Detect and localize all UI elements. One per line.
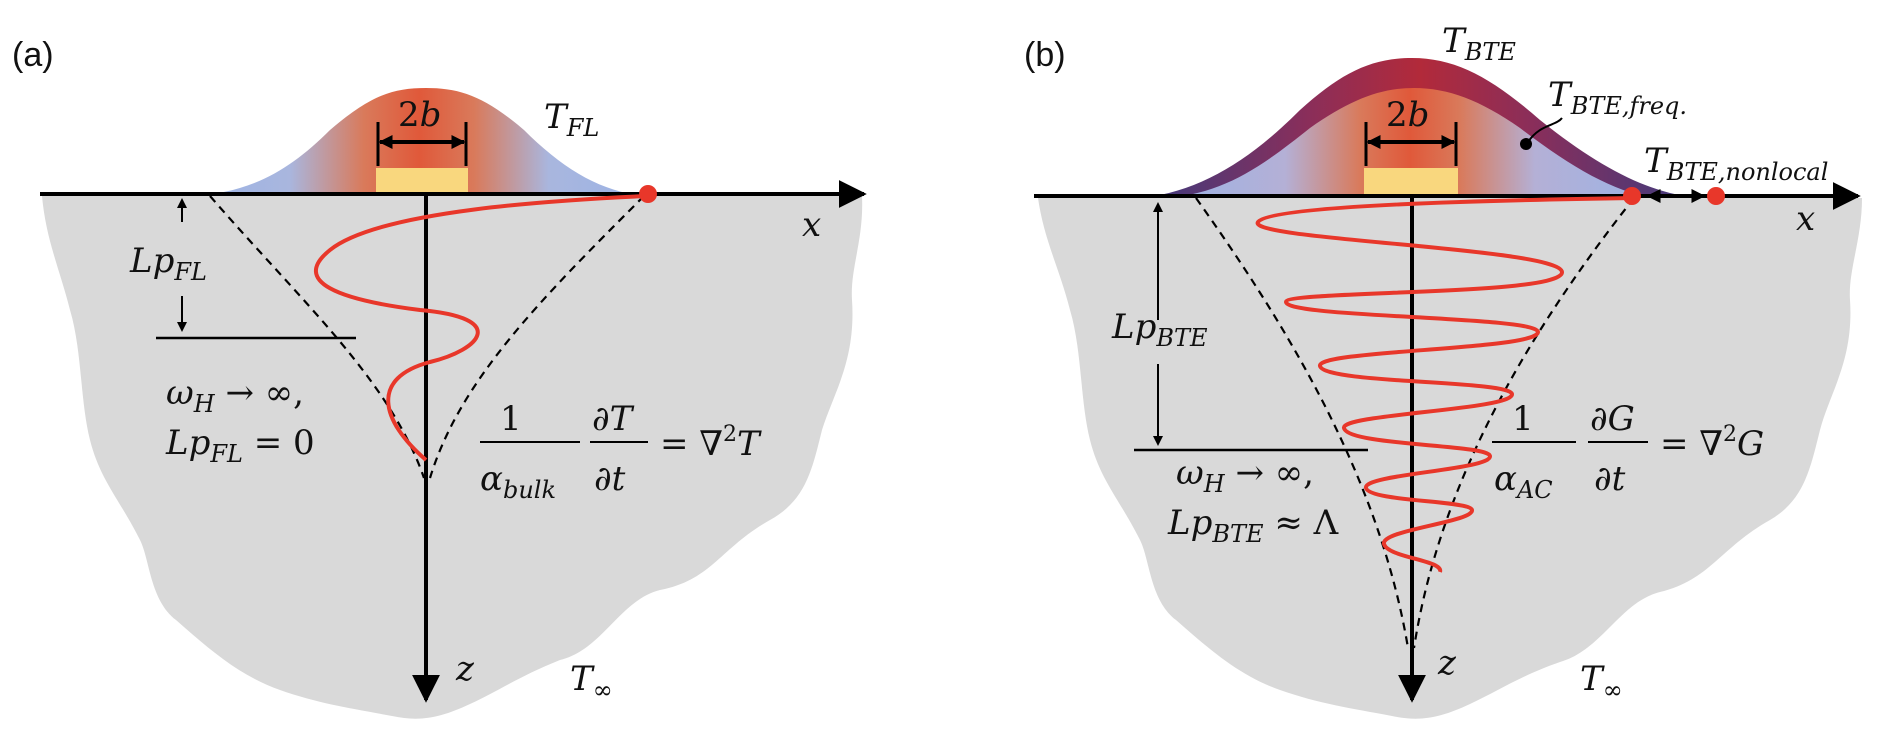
equation-denominator-b: αAC [1494, 459, 1553, 504]
freq-leader-line-b [1527, 117, 1563, 143]
heat-equation-b: 1 αAC ∂G ∂t = ∇2G [1492, 399, 1764, 504]
z-axis-label-a: z [455, 649, 475, 689]
equation-rhs-b: = ∇2G [1660, 422, 1764, 464]
freq-leader-dot-b [1520, 138, 1532, 150]
panel-b-tag: (b) [1024, 36, 1066, 74]
thermal-wave-a [314, 194, 647, 462]
surface-point-nonlocal-b [1707, 187, 1725, 205]
equation-rhs-a: = ∇2T [660, 422, 762, 464]
heater-b [1364, 168, 1458, 198]
equation-partial-num-a: ∂T [592, 399, 635, 439]
far-field-label-b: T∞ [1580, 659, 1623, 704]
temperature-label-a: TFL [544, 97, 599, 142]
substrate-b [1038, 198, 1862, 719]
limit-line2-b: LpBTE ≈ Λ [1167, 503, 1339, 548]
panel-b: (b) 2b TBTE TBTE,freq. TBTE,nonlocal [1024, 21, 1862, 719]
temperature-label-b: TBTE [1442, 21, 1516, 66]
envelope-right-a [428, 195, 645, 479]
envelope-right-b [1412, 197, 1635, 649]
far-field-label-a: T∞ [570, 659, 613, 704]
z-axis-label-b: z [1437, 643, 1457, 683]
equation-numerator-b: 1 [1512, 399, 1534, 439]
heater-a [376, 168, 468, 196]
limit-line1-b: ωH → ∞, [1176, 453, 1314, 498]
equation-numerator-a: 1 [500, 399, 522, 439]
temperature-nonlocal-label-b: TBTE,nonlocal [1644, 141, 1828, 186]
panel-a-tag: (a) [12, 36, 54, 74]
penetration-label-b: LpBTE [1111, 307, 1208, 352]
temperature-freq-label-b: TBTE,freq. [1548, 75, 1687, 120]
heater-width-label-b: 2b [1386, 95, 1429, 135]
heater-width-label-a: 2b [398, 95, 441, 135]
limit-line2-a: LpFL = 0 [165, 423, 315, 468]
equation-partial-num-b: ∂G [1590, 399, 1635, 439]
substrate-a [42, 196, 863, 719]
thermal-wave-b [1255, 196, 1635, 573]
panel-a: (a) 2b TFL x z T∞ LpFL ωH [12, 36, 867, 719]
penetration-label-a: LpFL [129, 241, 207, 286]
equation-partial-den-a: ∂t [594, 459, 626, 499]
equation-partial-den-b: ∂t [1594, 459, 1626, 499]
heat-equation-a: 1 αbulk ∂T ∂t = ∇2T [480, 399, 762, 504]
limit-line1-a: ωH → ∞, [166, 373, 304, 418]
x-axis-label-b: x [1796, 199, 1815, 239]
x-axis-label-a: x [802, 205, 821, 245]
surface-point-freq-b [1623, 187, 1641, 205]
equation-denominator-a: αbulk [480, 459, 556, 504]
surface-point-a [639, 185, 657, 203]
